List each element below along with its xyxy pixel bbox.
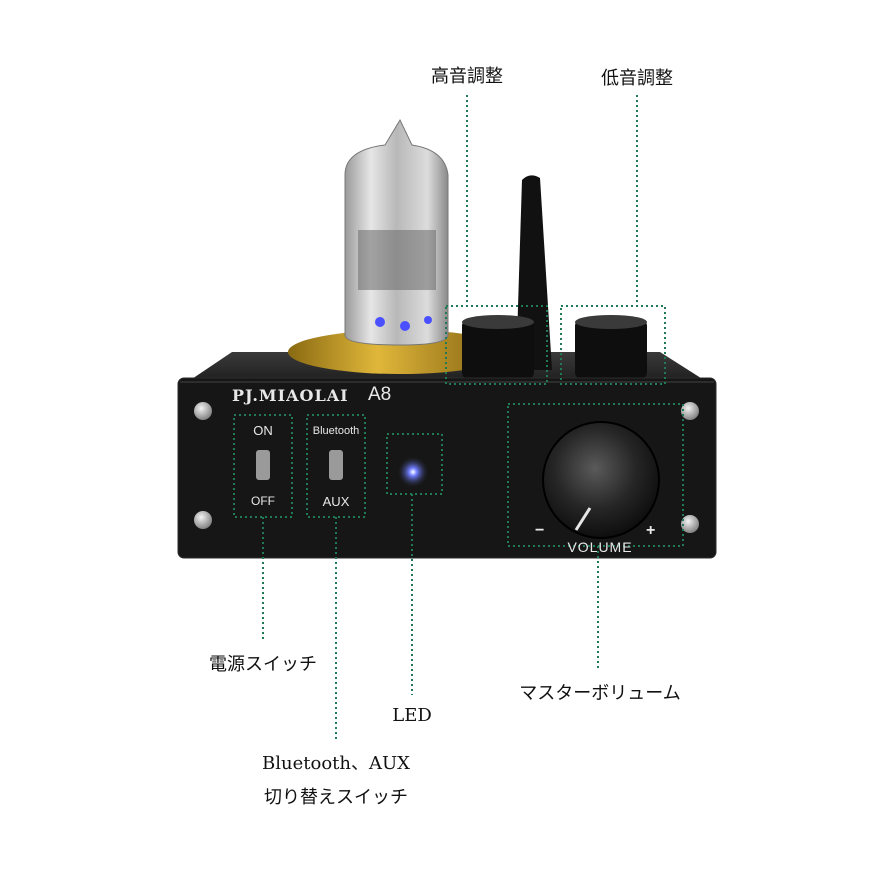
- bass-knob-top: [575, 315, 647, 329]
- input-bluetooth-label: Bluetooth: [312, 425, 360, 437]
- callout-bass: 低音調整: [601, 68, 673, 89]
- screw-icon: [681, 402, 699, 420]
- callout-input-switch-line1: Bluetooth、AUX: [262, 753, 410, 774]
- volume-knob[interactable]: [542, 421, 660, 539]
- callout-input-switch-line2: 切り替えスイッチ: [264, 787, 408, 808]
- model-label: A8: [368, 384, 392, 405]
- callout-master-volume: マスターボリューム: [519, 683, 681, 704]
- screw-icon: [194, 402, 212, 420]
- callout-led: LED: [392, 705, 432, 726]
- brand-label: PJ.MIAOLAI: [232, 386, 349, 405]
- callout-treble: 高音調整: [431, 66, 503, 87]
- callout-power-switch: 電源スイッチ: [209, 654, 317, 675]
- volume-indicator: [574, 507, 592, 531]
- input-aux-label: AUX: [322, 494, 350, 509]
- volume-minus-label: −: [535, 522, 545, 539]
- treble-frame: [445, 305, 548, 385]
- tube-glow: [424, 316, 432, 324]
- screw-icon: [194, 511, 212, 529]
- volume-label: VOLUME: [567, 539, 633, 555]
- power-toggle[interactable]: [256, 450, 270, 480]
- led-icon: [397, 456, 429, 488]
- volume-plus-label: +: [646, 522, 656, 539]
- tube-internals: [358, 230, 436, 290]
- input-toggle[interactable]: [329, 450, 343, 480]
- power-off-label: OFF: [251, 494, 275, 508]
- tube-socket: [288, 330, 512, 374]
- screw-icon: [681, 515, 699, 533]
- bass-knob[interactable]: [575, 318, 647, 380]
- volume-frame: [507, 403, 684, 547]
- power-on-label: ON: [253, 423, 273, 438]
- tube-glow: [400, 321, 410, 331]
- callout-lines: [262, 95, 638, 740]
- treble-knob[interactable]: [462, 318, 534, 380]
- tube-glow: [375, 317, 385, 327]
- bass-frame: [560, 305, 666, 385]
- treble-knob-top: [462, 315, 534, 329]
- led-frame: [386, 433, 443, 495]
